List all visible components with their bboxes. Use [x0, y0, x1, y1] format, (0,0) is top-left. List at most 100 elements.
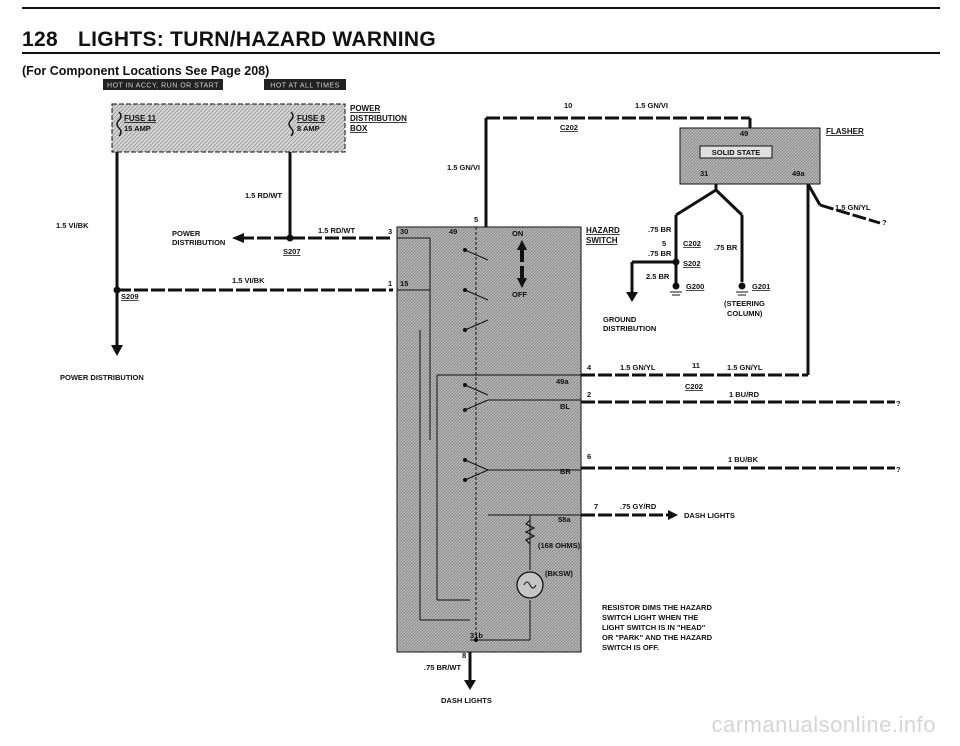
dash-lights-bottom-label: DASH LIGHTS: [441, 696, 492, 705]
page-title: 128 LIGHTS: TURN/HAZARD WARNING: [22, 28, 436, 52]
wire-br-1: .75 BR: [648, 225, 672, 234]
wire-gn-yl-right-label: 1.5 GN/YL: [835, 203, 871, 212]
watermark: carmanualsonline.info: [711, 712, 936, 737]
wire-gn-yl-4-label: 1.5 GN/YL: [620, 363, 656, 372]
hazard-switch-label-1: HAZARD: [586, 226, 620, 235]
note-line-4: OR "PARK" AND THE HAZARD: [602, 633, 713, 642]
fuse11-label: FUSE 11: [124, 114, 157, 123]
wire-bu-bk-label: 1 BU/BK: [728, 455, 759, 464]
pin-5: 5: [474, 215, 478, 224]
pin-8: 8: [462, 651, 466, 660]
switch-on: ON: [512, 229, 523, 238]
note-line-5: SWITCH IS OFF.: [602, 643, 659, 652]
wire-br-25: 2.5 BR: [646, 272, 670, 281]
splice-s202: [672, 258, 680, 266]
note-line-2: SWITCH LIGHT WHEN THE: [602, 613, 698, 622]
hazard-switch-label-2: SWITCH: [586, 236, 618, 245]
power-dist-bottom-label: POWER DISTRIBUTION: [60, 373, 144, 382]
break-mark-2: ?: [896, 399, 901, 408]
top-rule: [22, 7, 940, 9]
pin-3: 3: [388, 227, 392, 236]
fuse8-amp: 8 AMP: [297, 124, 320, 133]
pin-11: 11: [692, 361, 700, 370]
pdb-label-1: POWER: [350, 104, 380, 113]
pin-49: 49: [449, 227, 457, 236]
pin-5b: 5: [662, 239, 666, 248]
pdb-label-3: BOX: [350, 124, 368, 133]
flasher-pin-49a: 49a: [792, 169, 805, 178]
pin-10: 10: [564, 101, 572, 110]
wire-br-wt-label: .75 BR/WT: [424, 663, 462, 672]
arrow-power-dist-left: [232, 233, 244, 243]
resistor-label: (168 OHMS): [538, 541, 581, 550]
power-dist-label-1: POWER: [172, 229, 201, 238]
pin-1: 1: [388, 279, 392, 288]
flasher-pin-49: 49: [740, 129, 748, 138]
s207-label: S207: [283, 247, 301, 256]
fuse11-amp: 15 AMP: [124, 124, 151, 133]
tag-hot-accy-text: HOT IN ACCY, RUN OR START: [107, 83, 219, 90]
arrow-dash-lights-down: [464, 680, 476, 690]
pdb-label-2: DISTRIBUTION: [350, 114, 407, 123]
ground-g201: [736, 282, 748, 296]
switch-pin-58a: 58a: [558, 515, 571, 524]
fuse8-label: FUSE 8: [297, 114, 326, 123]
pin-15: 15: [400, 279, 408, 288]
pin-7: 7: [594, 502, 598, 511]
title-text: LIGHTS: TURN/HAZARD WARNING: [77, 28, 437, 51]
s209-label: S209: [121, 292, 139, 301]
note-line-3: LIGHT SWITCH IS IN "HEAD": [602, 623, 706, 632]
power-distribution-box: FUSE 11 15 AMP FUSE 8 8 AMP: [111, 103, 346, 153]
g201-label: G201: [752, 282, 770, 291]
wire-rd-wt-2-label: 1.5 RD/WT: [318, 226, 356, 235]
switch-pin-br: BR: [560, 467, 571, 476]
arrow-power-dist-down: [111, 345, 123, 356]
c202-top-label: C202: [560, 123, 578, 132]
resistor-icon: [524, 519, 536, 545]
switch-pin-49a: 49a: [556, 377, 569, 386]
ground-g200: [670, 282, 682, 296]
c202-mid-label: C202: [683, 239, 701, 248]
arrow-dash-lights-right: [668, 510, 678, 520]
wire-gn-vi: [484, 116, 752, 227]
bulb-label: (BKSW): [545, 569, 573, 578]
pin-2: 2: [587, 390, 591, 399]
arrow-ground-dist: [626, 292, 638, 302]
wire-gn-vi-side-label: 1.5 GN/VI: [447, 163, 480, 172]
flasher-pin-31: 31: [700, 169, 708, 178]
pin-4: 4: [587, 363, 592, 372]
pin-30: 30: [400, 227, 408, 236]
pin-6: 6: [587, 452, 591, 461]
switch-pin-31b: 31b: [470, 631, 483, 640]
title-rule: [22, 52, 940, 54]
wire-vi-bk-label: 1.5 VI/BK: [232, 276, 265, 285]
page-number: 128: [22, 28, 58, 51]
tag-hot-all-text: HOT AT ALL TIMES: [270, 83, 339, 90]
steering-label-2: COLUMN): [727, 309, 763, 318]
wire-rd-wt-label: 1.5 RD/WT: [245, 191, 283, 200]
g200-label: G200: [686, 282, 704, 291]
switch-off: OFF: [512, 290, 527, 299]
page-subtitle: (For Component Locations See Page 208): [22, 64, 270, 78]
dash-lights-right-label: DASH LIGHTS: [684, 511, 735, 520]
arrow-up-icon: [517, 240, 527, 262]
wire-gy-rd-label: .75 GY/RD: [620, 502, 657, 511]
wire-ground-branch: [630, 184, 744, 292]
wire-bu-rd-label: 1 BU/RD: [729, 390, 760, 399]
switch-internals: [397, 227, 581, 641]
hazard-switch-body: [396, 226, 582, 653]
power-dist-label-2: DISTRIBUTION: [172, 238, 225, 247]
switch-contact-dots: [463, 248, 478, 642]
s202-label: S202: [683, 259, 701, 268]
c202-bot-label: C202: [685, 382, 703, 391]
wire-gn-vi-top-label: 1.5 GN/VI: [635, 101, 668, 110]
note-line-1: RESISTOR DIMS THE HAZARD: [602, 603, 712, 612]
switch-pin-bl: BL: [560, 402, 570, 411]
steering-label-1: (STEERING: [724, 299, 765, 308]
break-mark-3: ?: [896, 465, 901, 474]
wire-br-3: .75 BR: [714, 243, 738, 252]
flasher-label: FLASHER: [826, 127, 864, 136]
ground-dist-label-1: GROUND: [603, 315, 637, 324]
arrow-down-icon: [517, 266, 527, 288]
